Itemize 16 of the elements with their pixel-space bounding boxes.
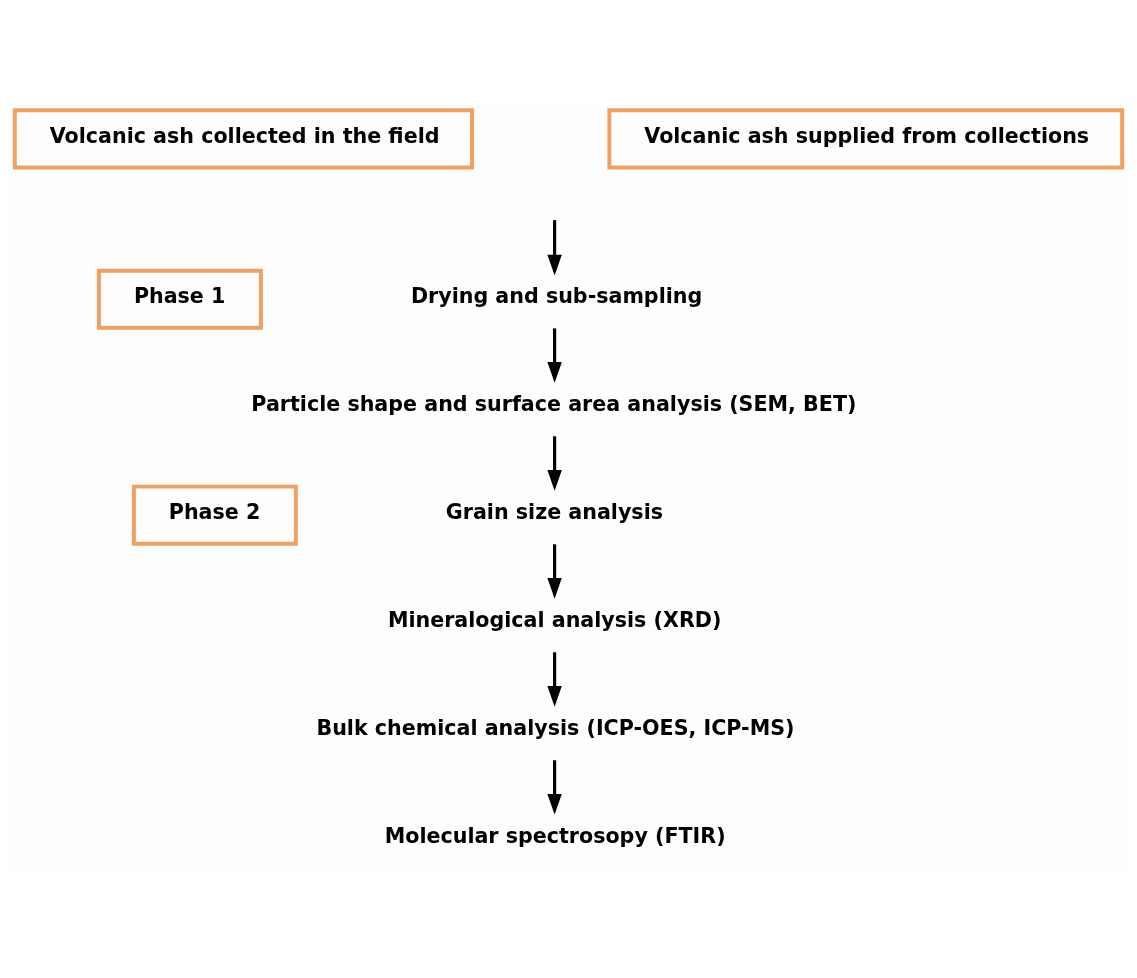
node-text: Grain size analysis bbox=[445, 500, 663, 525]
node-box: Volcanic ash supplied from collections bbox=[607, 108, 1125, 170]
node-text: Molecular spectrosopy (FTIR) bbox=[384, 823, 726, 848]
node-text: Bulk chemical analysis (ICP-OES, ICP-MS) bbox=[316, 715, 795, 740]
arrow bbox=[547, 544, 562, 599]
node-text: Drying and sub-sampling bbox=[410, 284, 703, 309]
arrow bbox=[547, 436, 562, 491]
arrow bbox=[547, 652, 562, 707]
arrow bbox=[547, 220, 562, 276]
node-box: Phase 1 bbox=[96, 268, 263, 330]
arrow bbox=[547, 760, 562, 815]
node-box: Phase 2 bbox=[131, 484, 298, 546]
node-box: Volcanic ash collected in the field bbox=[12, 108, 475, 170]
node-text: Mineralogical analysis (XRD) bbox=[387, 607, 722, 632]
node-text: Particle shape and surface area analysis (SEM, BET) bbox=[251, 392, 857, 417]
arrow bbox=[547, 328, 562, 383]
